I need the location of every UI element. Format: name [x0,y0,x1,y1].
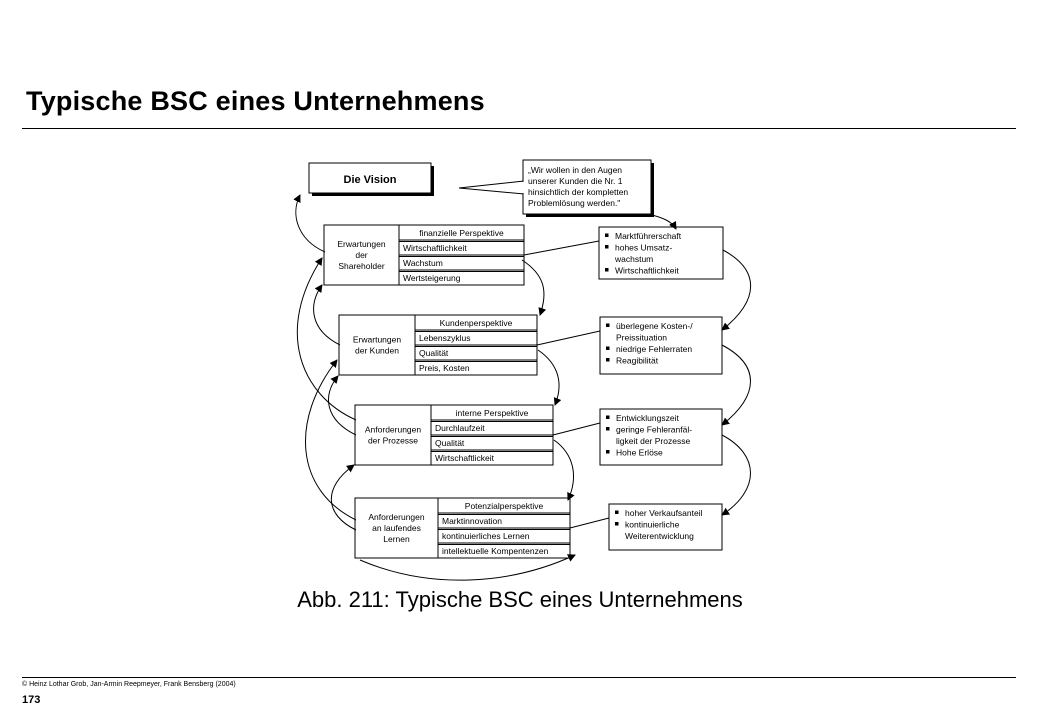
notes-line: Wirtschaftlichkeit [615,266,679,276]
arrow-process-to-learning [553,439,575,501]
notes-box-1 [599,316,723,375]
perspective-stakeholder-label: Lernen [383,534,410,544]
bullet-icon [606,450,610,454]
arrow-financial-to-customer [521,259,547,316]
perspective-stakeholder-label: Erwartungen [337,239,385,249]
notes-line: überlegene Kosten-/ [616,321,693,331]
title-divider [22,128,1016,129]
notes-line: geringe Fehleranfäl- [616,425,692,435]
arrow-shareholder-to-vision [293,194,326,253]
arrow-learning-to-customer [305,359,357,521]
vision-box [308,162,432,194]
arrow-notes2-to-notes3 [721,344,751,426]
notes-line: Marktführerschaft [615,231,682,241]
perspective-header: Kundenperspektive [440,318,513,328]
copyright-text: © Heinz Lothar Grob, Jan-Armin Reepmeyer… [22,681,236,688]
slide-title: Typische BSC eines Unternehmens [26,86,485,116]
perspective-row-text: intellektuelle Kompentenzen [442,546,549,556]
perspective-stakeholder-label: der Kunden [355,346,399,356]
quote-box [522,159,652,215]
perspective-row-text: Wirtschaftlickeit [435,453,495,463]
bullet-icon [606,358,610,362]
bullet-icon [615,522,619,526]
arrow-notes3-to-notes4 [721,434,751,516]
notes-line: Preissituation [616,333,667,343]
perspective-stakeholder-label: der [355,250,367,260]
quote-line: Problemlösung werden." [528,198,620,208]
perspective-row-text: Wirtschaftlichkeit [403,243,467,253]
bullet-icon [605,245,609,249]
footer-divider [22,677,1016,678]
quote-pointer [458,180,525,195]
notes-line: hoher Verkaufsanteil [625,508,703,518]
notes-line: Entwicklungszeit [616,413,679,423]
arrow-learning-to-process [330,464,357,531]
perspective-stakeholder-label: Erwartungen [353,335,401,345]
quote-line: hinsichtlich der kompletten [528,187,628,197]
vision-label: Die Vision [344,174,397,186]
perspective-row-text: Qualität [435,438,465,448]
arrow-notes1-to-notes2 [721,249,751,331]
perspective-row-text: Durchlaufzeit [435,423,485,433]
arrow-customer-to-shareholder [313,284,341,346]
notes-line: hohes Umsatz- [615,243,672,253]
notes-box-2 [599,408,723,466]
notes-line: kontinuierliche [625,520,680,530]
bullet-icon [615,510,619,514]
bullet-icon [606,346,610,350]
perspective-header: finanzielle Perspektive [419,228,504,238]
perspective-row-text: kontinuierliches Lernen [442,531,530,541]
notes-connector [552,422,601,436]
notes-line: Hohe Erlöse [616,448,663,458]
notes-connector [536,330,601,346]
notes-line: Reagibilität [616,356,659,366]
quote-line: unserer Kunden die Nr. 1 [528,176,623,186]
bullet-icon [606,323,610,327]
perspective-stakeholder-label: an laufendes [372,523,421,533]
perspective-row-text: Lebenszyklus [419,333,471,343]
notes-line: Weiterentwicklung [625,531,694,541]
figure-caption: Abb. 211: Typische BSC eines Unternehmen… [297,587,743,612]
perspective-header: Potenzialperspektive [465,501,544,511]
perspective-stakeholder-label: der Prozesse [368,436,418,446]
page-number: 173 [22,694,41,706]
notes-line: wachstum [614,254,653,264]
perspective-row-text: Qualität [419,348,449,358]
notes-box-3 [608,503,723,551]
perspective-stakeholder-label: Anforderungen [368,512,425,522]
arrow-customer-to-process [537,349,562,406]
notes-connector [569,517,610,529]
bullet-icon [606,415,610,419]
notes-connector [523,240,600,256]
perspective-row-text: Preis, Kosten [419,363,470,373]
arrow-quote-to-notes [647,213,677,230]
perspective-header: interne Perspektive [456,408,529,418]
notes-line: ligkeit der Prozesse [616,436,690,446]
notes-line: niedrige Fehlerraten [616,344,692,354]
arrow-process-to-shareholder [296,257,357,421]
notes-box-0 [598,226,724,280]
perspective-row-text: Wertsteigerung [403,273,461,283]
bullet-icon [605,268,609,272]
bullet-icon [605,233,609,237]
bullet-icon [606,427,610,431]
arrow-learning-loop-bottom [359,554,576,581]
perspective-row-text: Marktinnovation [442,516,502,526]
perspective-stakeholder-label: Shareholder [338,261,384,271]
perspective-row-text: Wachstum [403,258,443,268]
arrow-process-to-customer [327,375,357,436]
perspective-stakeholder-label: Anforderungen [365,425,422,435]
quote-line: „Wir wollen in den Augen [528,165,622,175]
